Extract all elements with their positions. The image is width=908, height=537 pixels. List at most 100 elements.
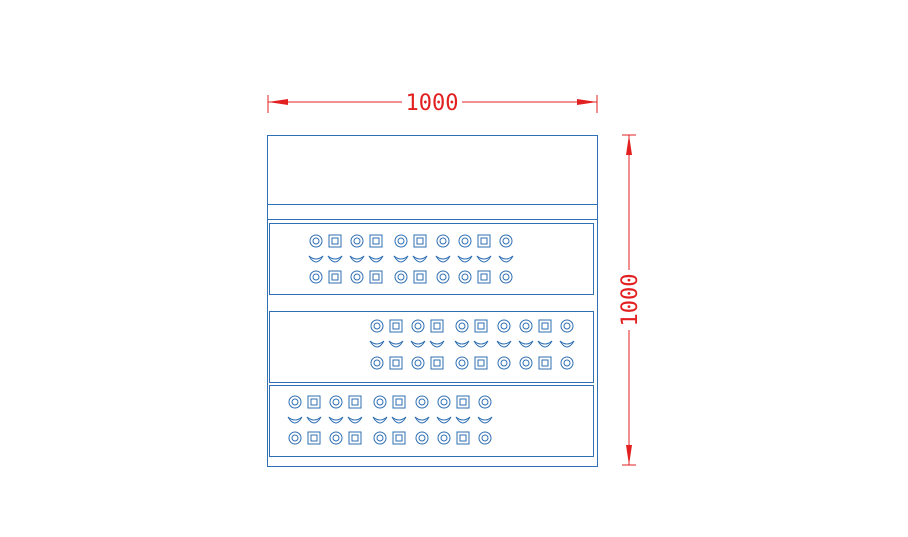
square-icon [348,395,362,409]
circle-icon [411,356,425,370]
cup-icon [537,340,553,348]
cup-icon [349,255,365,263]
height-dimension-label: 1000 [618,274,643,327]
cup-icon [429,340,445,348]
cup-icon [496,340,512,348]
square-icon [307,431,321,445]
circle-icon [478,395,492,409]
circle-icon [309,270,323,284]
cup-icon [368,255,384,263]
cup-icon [559,340,575,348]
square-icon [307,395,321,409]
circle-icon [329,395,343,409]
square-icon [369,234,383,248]
circle-icon [437,431,451,445]
cup-icon [414,416,430,424]
panel-3 [269,385,594,457]
square-icon [474,356,488,370]
square-icon [477,270,491,284]
square-icon [474,319,488,333]
circle-icon [455,319,469,333]
cup-icon [287,416,303,424]
circle-icon [350,270,364,284]
cup-icon [477,416,493,424]
circle-icon [497,319,511,333]
cup-icon [410,340,426,348]
circle-icon [458,270,472,284]
circle-icon [519,356,533,370]
square-icon [538,319,552,333]
circle-icon [478,431,492,445]
circle-icon [437,395,451,409]
panel-2 [269,311,594,383]
square-icon [389,356,403,370]
circle-icon [394,270,408,284]
circle-icon [329,431,343,445]
square-icon [413,270,427,284]
cup-icon [327,255,343,263]
cup-icon [455,416,471,424]
square-icon [456,395,470,409]
circle-icon [560,356,574,370]
panel-1 [269,223,594,295]
cup-icon [372,416,388,424]
circle-icon [458,234,472,248]
cup-icon [473,340,489,348]
square-icon [328,270,342,284]
cup-icon [388,340,404,348]
square-icon [538,356,552,370]
cup-icon [457,255,473,263]
square-icon [477,234,491,248]
circle-icon [560,319,574,333]
cup-icon [391,416,407,424]
circle-icon [415,395,429,409]
square-icon [392,431,406,445]
circle-icon [411,319,425,333]
panel-symbols [287,234,575,445]
cup-icon [454,340,470,348]
cabinet-frame [267,135,598,467]
square-icon [430,319,444,333]
circle-icon [455,356,469,370]
square-icon [328,234,342,248]
circle-icon [288,431,302,445]
width-dimension [267,95,598,113]
cup-icon [476,255,492,263]
cup-icon [369,340,385,348]
cup-icon [393,255,409,263]
circle-icon [288,395,302,409]
square-icon [389,319,403,333]
circle-icon [499,270,513,284]
cup-icon [435,255,451,263]
circle-icon [436,270,450,284]
cup-icon [328,416,344,424]
cup-icon [518,340,534,348]
circle-icon [370,356,384,370]
cup-icon [347,416,363,424]
square-icon [456,431,470,445]
circle-icon [373,431,387,445]
circle-icon [415,431,429,445]
square-icon [413,234,427,248]
circle-icon [394,234,408,248]
square-icon [348,431,362,445]
square-icon [392,395,406,409]
cup-icon [308,255,324,263]
circle-icon [519,319,533,333]
square-icon [430,356,444,370]
circle-icon [309,234,323,248]
square-icon [369,270,383,284]
circle-icon [499,234,513,248]
cup-icon [306,416,322,424]
width-dimension-label: 1000 [406,91,459,116]
circle-icon [370,319,384,333]
cup-icon [412,255,428,263]
circle-icon [436,234,450,248]
height-dimension [622,134,636,466]
cup-icon [436,416,452,424]
circle-icon [350,234,364,248]
cup-icon [498,255,514,263]
circle-icon [497,356,511,370]
circle-icon [373,395,387,409]
